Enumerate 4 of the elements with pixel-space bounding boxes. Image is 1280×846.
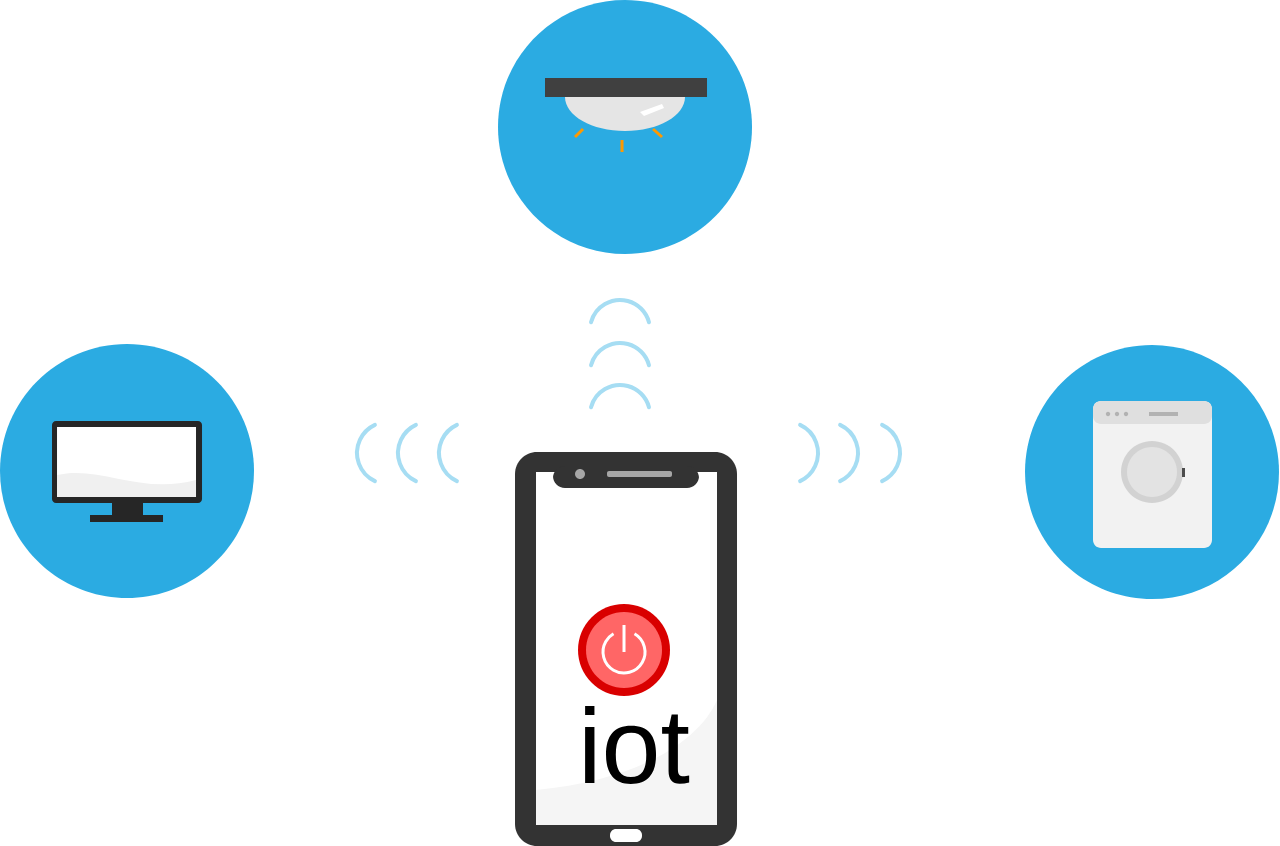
device-circle xyxy=(498,0,752,254)
device-circle xyxy=(0,344,254,598)
smartphone: iot xyxy=(515,452,737,846)
device-circle xyxy=(1025,345,1279,599)
